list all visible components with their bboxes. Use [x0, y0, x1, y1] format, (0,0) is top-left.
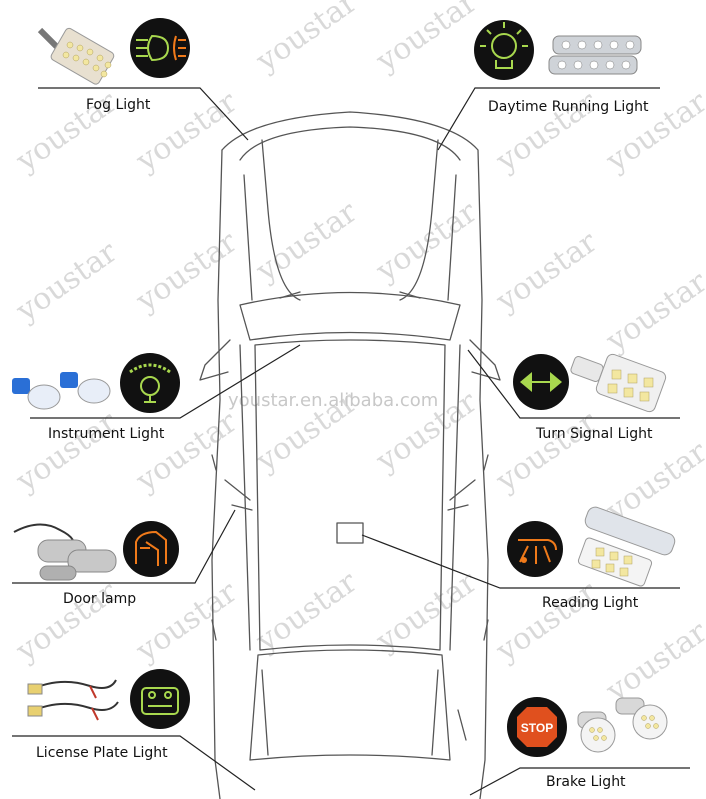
festoon-bulb-illustration: [577, 506, 676, 587]
fog-bulb-illustration: [37, 27, 115, 85]
instrument-light-icon: [120, 353, 180, 413]
rear-window: [249, 649, 451, 761]
license-plate-light-icon: [130, 669, 190, 729]
daytime-running-light-label: Daytime Running Light: [488, 99, 649, 115]
leader-fog: [38, 87, 249, 141]
drl-strip-illustration: [548, 35, 642, 75]
brake-bulb-illustration: [577, 697, 668, 753]
leader-turn: [467, 349, 680, 419]
turn-signal-arrows-icon: [513, 354, 569, 410]
leader-instrument: [30, 344, 301, 419]
turn-signal-light-label: Turn Signal Light: [536, 426, 653, 442]
leader-lines: [12, 87, 690, 796]
stop-text: STOP: [521, 721, 553, 735]
leader-door: [12, 509, 236, 584]
instrument-bulb-illustration: [12, 372, 111, 410]
open-door-icon: [123, 521, 179, 577]
leader-brake: [469, 767, 690, 796]
leader-license: [12, 735, 256, 791]
right-mirror: [469, 339, 501, 381]
stop-sign-icon: STOP: [507, 697, 567, 757]
left-mirror: [199, 339, 231, 381]
leader-daytime: [437, 87, 660, 151]
daytime-running-light-icon: [474, 20, 534, 80]
watermark-site: youstar.en.alibaba.com: [228, 390, 439, 411]
fog-light-icon: [130, 18, 190, 78]
leader-reading: [361, 534, 680, 589]
license-plate-bulb-illustration: [27, 679, 119, 721]
reading-light-icon: [507, 521, 563, 577]
brake-light-label: Brake Light: [546, 774, 626, 790]
license-plate-light-label: License Plate Light: [36, 745, 168, 761]
car-body-left: [211, 149, 223, 799]
car-body-right: [221, 111, 489, 799]
reading-light-spot: [336, 522, 364, 544]
instrument-light-label: Instrument Light: [48, 426, 165, 442]
windshield: [239, 291, 461, 341]
door-lamp-illustration: [13, 523, 117, 581]
car-roof: [254, 339, 446, 651]
fog-light-label: Fog Light: [86, 97, 151, 113]
door-lamp-label: Door lamp: [63, 591, 137, 607]
reading-light-label: Reading Light: [542, 595, 639, 611]
turn-bulb-illustration: [570, 353, 667, 413]
